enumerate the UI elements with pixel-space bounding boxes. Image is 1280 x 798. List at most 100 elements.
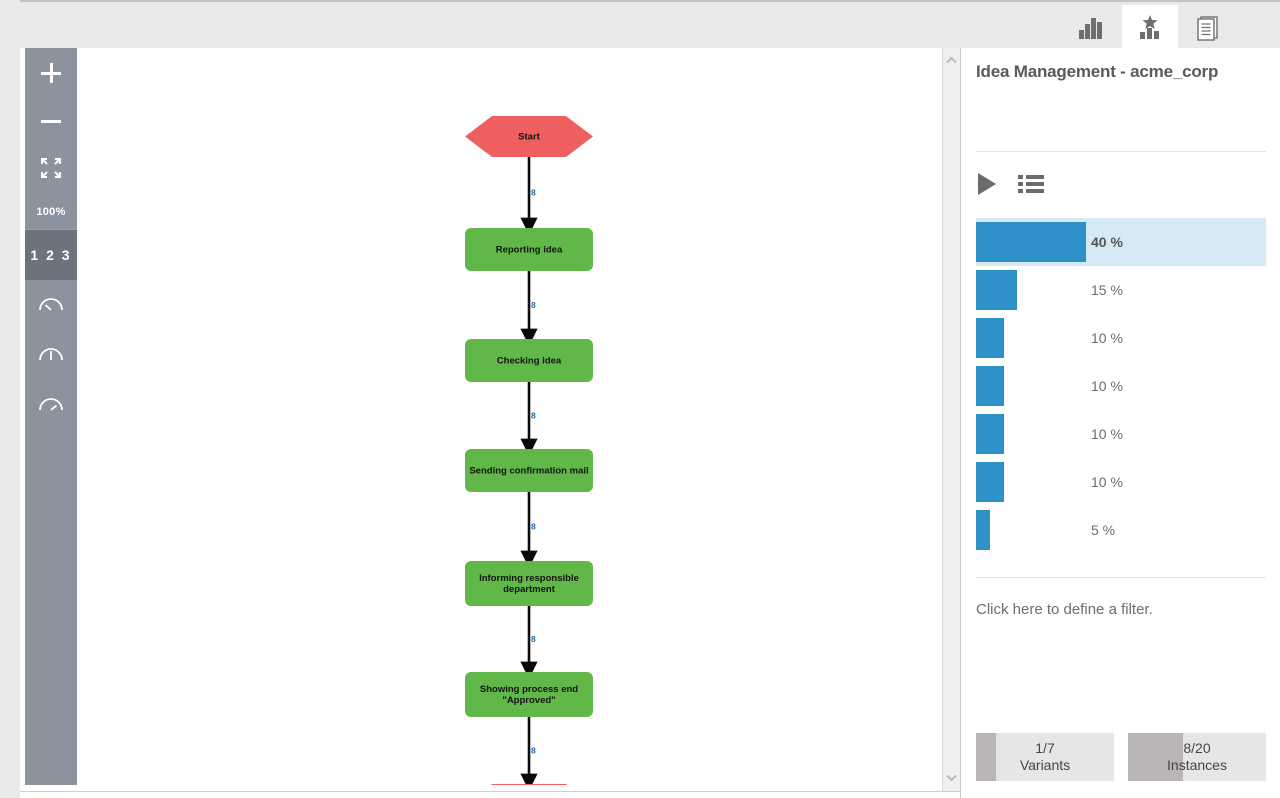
counter-label: Instances [1167, 757, 1227, 773]
flow-edge[interactable]: 8 [520, 717, 538, 785]
flow-node-label: "Approved" [502, 695, 555, 706]
variant-row[interactable]: 10 % [976, 410, 1266, 458]
rail-divider [25, 229, 77, 230]
panel-title: Idea Management - acme_corp [976, 62, 1219, 81]
zoom-in-button[interactable] [25, 48, 77, 97]
variant-bar [976, 510, 990, 550]
flow-edge[interactable]: 8 [520, 492, 538, 568]
flow-node-label: Checking idea [497, 356, 562, 367]
panel-divider-middle [976, 577, 1266, 578]
variant-bar [976, 222, 1086, 262]
flow-node-label: Informing responsible [479, 573, 579, 584]
list-view-button[interactable] [1018, 173, 1044, 200]
list-icon [1018, 173, 1044, 200]
variant-list[interactable]: 40 % 15 % 10 % 10 % 10 % 10 % 5 % [976, 218, 1266, 554]
flow-node[interactable]: Sending confirmation mail [465, 449, 593, 492]
bar-chart-star-icon [1135, 14, 1165, 42]
header-tab-group [1064, 5, 1236, 50]
numbers-label: 1 2 3 [30, 247, 72, 263]
plus-icon [41, 62, 61, 83]
flow-edge[interactable]: 8 [520, 382, 538, 456]
variant-percent-label: 10 % [1091, 474, 1123, 490]
fit-screen-icon [40, 157, 62, 184]
scroll-down-icon[interactable] [943, 769, 960, 785]
gauge-high-icon [37, 393, 65, 418]
zoom-level-label: 100% [36, 206, 66, 218]
flow-edge[interactable]: 8 [520, 157, 538, 235]
flow-node[interactable]: Checking idea [465, 339, 593, 382]
variant-bar [976, 366, 1004, 406]
gauge-mid-icon [37, 343, 65, 368]
counter-value: 8/20 [1183, 740, 1211, 756]
variant-bar [976, 270, 1018, 310]
counter-fill [976, 733, 996, 781]
flow-node-label: department [503, 584, 556, 595]
variant-bar [976, 462, 1004, 502]
tab-variants-view[interactable] [1122, 5, 1178, 50]
flow-edges: 8 8 8 8 8 8 [520, 157, 538, 785]
fit-to-screen-button[interactable] [25, 146, 77, 195]
gauge-low-icon [37, 293, 65, 318]
minus-icon [41, 120, 61, 123]
variant-row[interactable]: 40 % [976, 218, 1266, 266]
variant-bar [976, 318, 1004, 358]
flow-node-label: Showing process end [480, 684, 578, 695]
flow-node[interactable]: Showing process end"Approved" [465, 672, 593, 717]
play-icon [976, 172, 998, 201]
counter-label: Variants [1019, 757, 1071, 773]
variant-percent-label: 10 % [1091, 378, 1123, 394]
counter-fill [1128, 733, 1183, 781]
flow-edge[interactable]: 8 [520, 606, 538, 679]
panel-divider-top [976, 151, 1266, 152]
scroll-up-icon[interactable] [943, 52, 960, 68]
panel-action-bar [976, 172, 1044, 201]
flow-edge-label: 8 [531, 746, 536, 756]
gauge-low-button[interactable] [25, 280, 77, 330]
variant-percent-label: 10 % [1091, 330, 1123, 346]
variant-row[interactable]: 5 % [976, 506, 1266, 554]
flow-edge-label: 8 [531, 634, 536, 644]
flow-node[interactable]: Reporting idea [465, 228, 593, 271]
variant-percent-label: 5 % [1091, 522, 1116, 538]
variant-row[interactable]: 15 % [976, 266, 1266, 314]
flow-node-label: Sending confirmation mail [469, 466, 588, 477]
play-button[interactable] [976, 172, 998, 201]
canvas-vertical-scrollbar[interactable] [942, 48, 960, 791]
canvas-tool-rail: 100% 1 2 3 [25, 48, 77, 785]
variant-percent-label: 15 % [1091, 282, 1123, 298]
left-gutter [0, 0, 20, 798]
variant-row[interactable]: 10 % [976, 362, 1266, 410]
flow-edge-label: 8 [531, 300, 536, 310]
flow-node-label: Start [518, 132, 540, 143]
zoom-out-button[interactable] [25, 97, 77, 146]
bar-chart-icon [1077, 15, 1107, 41]
tab-chart-view[interactable] [1064, 5, 1120, 50]
variant-percent-label: 40 % [1091, 234, 1123, 250]
gauge-mid-button[interactable] [25, 330, 77, 380]
counter-value: 1/7 [1035, 740, 1055, 756]
gauge-high-button[interactable] [25, 380, 77, 430]
flow-edge-label: 8 [531, 188, 536, 198]
flow-node[interactable]: End [465, 784, 593, 785]
flow-node[interactable]: Start [465, 116, 593, 157]
flow-node-label: Reporting idea [496, 245, 563, 256]
variant-row[interactable]: 10 % [976, 314, 1266, 362]
tab-documents-view[interactable] [1180, 5, 1236, 50]
filter-prompt[interactable]: Click here to define a filter. [976, 601, 1153, 618]
process-canvas[interactable]: 100% 1 2 3 [20, 48, 960, 792]
flow-edge[interactable]: 8 [520, 271, 538, 346]
side-panel: Idea Management - acme_corp [960, 48, 1280, 798]
variant-bar [976, 414, 1004, 454]
variant-row[interactable]: 10 % [976, 458, 1266, 506]
flow-edge-label: 8 [531, 522, 536, 532]
show-numbers-button[interactable]: 1 2 3 [25, 230, 77, 280]
